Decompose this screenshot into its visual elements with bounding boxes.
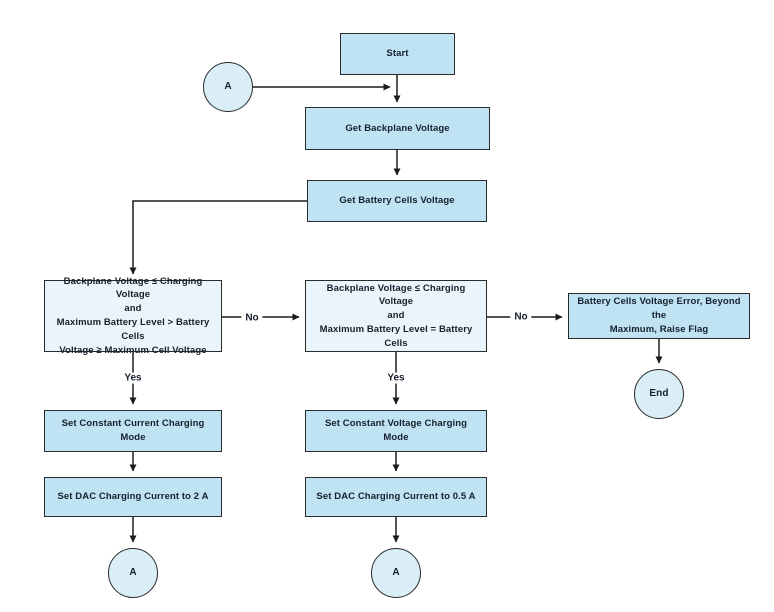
end-node: End: [634, 369, 684, 419]
condition-constant-voltage-node: Backplane Voltage ≤ Charging Voltage and…: [305, 280, 487, 352]
edge-label-yes-2: Yes: [383, 372, 409, 384]
connector-a-bottom-middle: A: [371, 548, 421, 598]
start-node: Start: [340, 33, 455, 75]
connector-a-entry: A: [203, 62, 253, 112]
edge-battery-to-condition1: [129, 200, 307, 275]
set-dac-current-05a-node: Set DAC Charging Current to 0.5 A: [305, 477, 487, 517]
error-flag-node: Battery Cells Voltage Error, Beyond the …: [568, 293, 750, 339]
set-constant-voltage-mode-node: Set Constant Voltage Charging Mode: [305, 410, 487, 452]
condition-constant-current-node: Backplane Voltage ≤ Charging Voltage and…: [44, 276, 222, 356]
set-constant-current-mode-node: Set Constant Current Charging Mode: [44, 410, 222, 452]
get-backplane-voltage-node: Get Backplane Voltage: [305, 107, 490, 150]
set-dac-current-2a-node: Set DAC Charging Current to 2 A: [44, 477, 222, 517]
edge-label-no-1: No: [241, 312, 263, 324]
edge-label-no-2: No: [510, 311, 532, 323]
connector-a-bottom-left: A: [108, 548, 158, 598]
edge-label-yes-1: Yes: [120, 372, 146, 384]
get-battery-cells-voltage-node: Get Battery Cells Voltage: [307, 180, 487, 222]
